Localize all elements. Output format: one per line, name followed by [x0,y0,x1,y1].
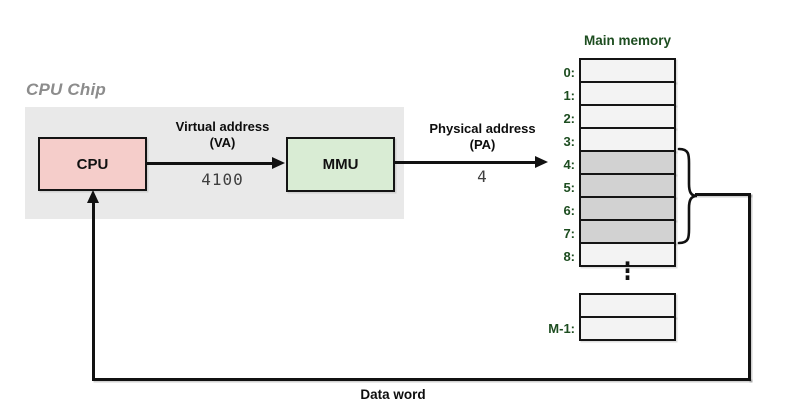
physical-address-title: Physical address [429,121,536,136]
data-word-line-bottom [92,378,751,381]
brace-rows-4-7 [677,147,698,245]
memory-cell-2 [579,104,676,129]
memory-cell-7-highlighted [579,219,676,244]
main-memory-title: Main memory [583,33,672,48]
cpu-box-label: CPU [76,155,109,173]
physical-address-arrow-line [395,161,535,164]
memory-vertical-ellipsis: ⋮ [617,258,638,285]
memory-row-label-7: 7: [563,226,575,241]
memory-cell-5-highlighted [579,173,676,198]
memory-cell-tail-2 [579,316,676,341]
memory-row-label-m-1: M-1: [548,321,575,336]
memory-row-label-5: 5: [563,180,575,195]
memory-cell-4-highlighted [579,150,676,175]
physical-address-value: 4 [477,167,488,186]
memory-cell-1 [579,81,676,106]
physical-address-subtitle: (PA) [469,136,496,152]
memory-cell-6-highlighted [579,196,676,221]
memory-cell-8 [579,242,676,267]
physical-address-label: Physical address (PA) [410,121,555,153]
mmu-box-label: MMU [322,156,359,173]
virtual-address-value: 4100 [201,170,244,189]
memory-row-label-6: 6: [563,203,575,218]
data-word-arrowhead-icon [87,190,99,203]
memory-row-label-8: 8: [563,249,575,264]
cpu-box: CPU [38,137,147,191]
data-word-line-left [92,200,95,381]
memory-row-label-2: 2: [563,111,575,126]
memory-row-label-3: 3: [563,134,575,149]
virtual-address-arrowhead-icon [272,157,285,169]
data-word-line-right [748,193,751,381]
virtual-address-title: Virtual address [175,119,270,134]
memory-cell-3 [579,127,676,152]
virtual-address-subtitle: (VA) [209,134,236,150]
memory-row-label-0: 0: [563,65,575,80]
memory-row-label-1: 1: [563,88,575,103]
mmu-box: MMU [286,137,395,192]
data-word-line-top [695,193,751,196]
physical-address-arrowhead-icon [535,156,548,168]
data-word-label: Data word [360,387,426,402]
memory-cell-tail-1 [579,293,676,318]
virtual-address-label: Virtual address (VA) [150,119,295,151]
virtual-address-arrow-line [147,162,275,165]
memory-cell-0 [579,58,676,83]
cpu-chip-title: CPU Chip [26,80,106,99]
memory-row-label-4: 4: [563,157,575,172]
